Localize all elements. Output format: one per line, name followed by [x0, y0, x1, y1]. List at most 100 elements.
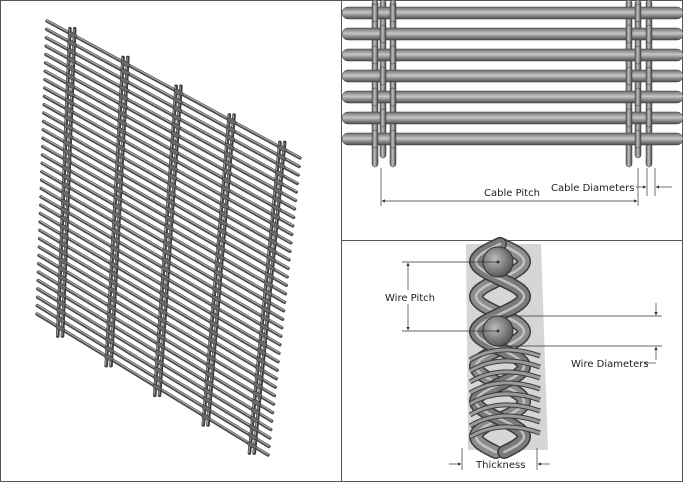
cable-wrap-segment: [379, 108, 387, 128]
iso-mesh-rod: [36, 278, 274, 423]
iso-mesh-wrap: [118, 102, 128, 109]
iso-mesh-wrap: [158, 299, 169, 307]
iso-mesh-wrap: [267, 238, 278, 246]
iso-mesh-rod-highlight: [40, 195, 282, 337]
iso-mesh-wrap: [251, 399, 262, 407]
iso-mesh-wrap: [222, 168, 233, 176]
iso-mesh-rod: [43, 77, 296, 220]
iso-mesh-rod-highlight: [43, 103, 292, 243]
iso-mesh-wrap: [214, 261, 224, 269]
iso-mesh-wrap: [208, 329, 218, 336]
iso-mesh-rod: [37, 262, 276, 406]
iso-mesh-wrap: [55, 307, 66, 315]
iso-mesh-wrap: [59, 224, 70, 231]
iso-mesh-wrap: [271, 204, 282, 212]
iso-mesh-rod: [44, 44, 299, 186]
iso-mesh-rod: [39, 195, 283, 338]
cable-horizontal-rod: [341, 6, 683, 20]
iso-mesh-wrap: [170, 131, 181, 138]
iso-mesh-wrap: [104, 337, 115, 345]
iso-mesh-wrap: [59, 232, 69, 240]
iso-mesh-wrap: [205, 362, 215, 370]
iso-mesh-rod: [42, 111, 292, 254]
iso-mesh-wrap: [209, 312, 220, 319]
iso-mesh-wrap: [207, 337, 218, 345]
cable-wrap-segment: [389, 129, 397, 149]
cable-horizontal-rod: [341, 90, 683, 104]
iso-mesh-wrap: [261, 297, 272, 305]
iso-mesh-rod: [37, 253, 277, 398]
iso-mesh-wrap: [166, 190, 177, 197]
iso-mesh-wrap: [63, 115, 74, 122]
iso-mesh-wrap: [57, 282, 67, 290]
iso-mesh-wrap: [269, 221, 280, 229]
iso-mesh-wrap: [211, 286, 222, 294]
cable-wrap-segment: [634, 45, 642, 65]
iso-mesh-wrap: [61, 173, 72, 181]
iso-mesh-wrap: [103, 354, 114, 362]
iso-mesh-wrap: [105, 320, 116, 328]
iso-mesh-rod-highlight: [39, 229, 278, 371]
iso-mesh-wrap: [157, 308, 168, 315]
iso-mesh-wrap: [253, 382, 263, 390]
iso-mesh-rod: [43, 61, 298, 203]
iso-mesh-wrap: [62, 140, 73, 148]
iso-mesh-wrap: [215, 244, 226, 252]
iso-mesh-wrap: [223, 151, 234, 159]
iso-mesh-wrap: [221, 176, 232, 184]
iso-mesh-wrap: [107, 295, 117, 303]
iso-mesh-rod: [43, 86, 295, 228]
iso-mesh-wrap: [264, 272, 275, 279]
iso-mesh-wrap: [65, 73, 76, 80]
iso-mesh-wrap: [60, 199, 71, 206]
iso-mesh-wrap: [203, 379, 214, 387]
iso-mesh-rod: [42, 103, 293, 245]
iso-mesh-wrap: [164, 215, 175, 223]
iso-mesh-wrap: [64, 106, 74, 114]
iso-mesh-wrap: [155, 341, 166, 349]
iso-mesh-wrap: [112, 194, 123, 202]
iso-mesh-rod-highlight: [37, 287, 272, 430]
cable-vertical-bar: [371, 0, 379, 168]
iso-mesh-wrap: [254, 365, 265, 373]
iso-mesh-wrap: [106, 303, 117, 311]
iso-mesh-rod-highlight: [45, 53, 297, 192]
iso-mesh-wrap: [117, 110, 128, 118]
iso-mesh-rod-highlight: [36, 312, 269, 455]
iso-mesh-wrap: [66, 56, 77, 64]
iso-mesh-wrap: [260, 306, 271, 313]
iso-mesh-wrap: [112, 203, 123, 210]
iso-mesh-wrap: [219, 202, 230, 209]
iso-mesh-rod-highlight: [46, 28, 300, 167]
iso-mesh-rod: [45, 27, 301, 169]
iso-mesh-wrap: [165, 198, 176, 206]
iso-mesh-wrap: [250, 407, 261, 415]
iso-mesh-wrap: [154, 350, 165, 357]
iso-mesh-wrap: [57, 266, 68, 273]
iso-mesh-rod: [39, 178, 285, 321]
iso-mesh-rod: [35, 295, 272, 440]
iso-mesh-wrap: [274, 170, 285, 178]
iso-mesh-wrap: [206, 354, 216, 362]
iso-mesh-rod: [39, 203, 282, 347]
iso-mesh-wrap: [167, 173, 178, 180]
iso-mesh-wrap: [265, 263, 275, 271]
iso-mesh-wrap: [152, 383, 162, 391]
iso-mesh-wrap: [62, 157, 72, 164]
iso-mesh-rod: [40, 153, 288, 296]
iso-mesh-wrap: [162, 240, 173, 248]
twist-ridge: [469, 392, 541, 406]
iso-mesh-rod-highlight: [38, 245, 276, 388]
iso-mesh-rod-highlight: [43, 95, 293, 235]
cable-wrap-segment: [389, 45, 397, 65]
iso-mesh-wrap: [159, 282, 170, 290]
iso-mesh-rod-highlight: [41, 178, 284, 320]
iso-mesh-rod: [36, 270, 275, 415]
iso-mesh-rod-highlight: [39, 212, 280, 354]
twist-ridge: [469, 348, 541, 362]
iso-mesh-wrap: [156, 324, 167, 332]
iso-mesh-wrap: [275, 162, 286, 169]
iso-mesh-wrap: [208, 320, 219, 328]
iso-mesh-wrap: [67, 31, 78, 39]
iso-mesh-rod: [44, 36, 300, 177]
